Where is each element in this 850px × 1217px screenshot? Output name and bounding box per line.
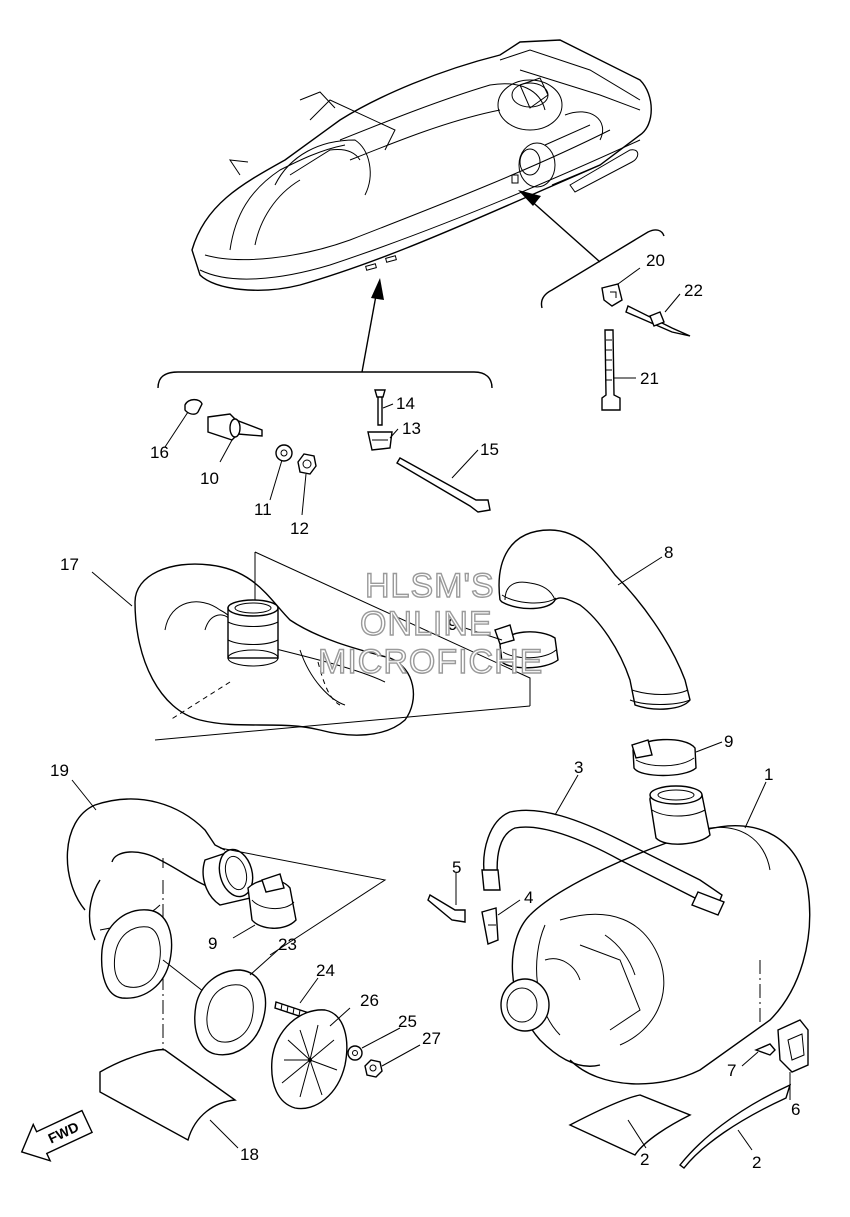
- watermark-line-2: ONLINE: [360, 605, 493, 643]
- insulation-sheet-2b: [679, 1083, 792, 1169]
- callout-15: 15: [480, 440, 499, 459]
- exhaust-pipe-8: [494, 529, 691, 710]
- callout-8: 8: [664, 543, 673, 562]
- bracket-right: [540, 229, 665, 309]
- watermark: HLSM'S ONLINE MICROFICHE: [317, 566, 543, 681]
- callout-12: 12: [290, 519, 309, 538]
- hull-fitting-parts: [184, 389, 491, 513]
- watercraft-hull-illustration: [191, 39, 652, 291]
- callout-10: 10: [200, 469, 219, 488]
- watermark-line-3: MICROFICHE: [318, 643, 543, 681]
- rivet-14: [377, 394, 383, 426]
- gasket-flange: [100, 909, 173, 999]
- callout-19: 19: [50, 761, 69, 780]
- callout-2a: 2: [640, 1150, 649, 1169]
- bracket-4: [481, 907, 499, 945]
- callout-7: 7: [727, 1061, 736, 1080]
- clip-20: [601, 283, 623, 307]
- callout-9-bottom: 9: [208, 934, 217, 953]
- callout-25: 25: [398, 1012, 417, 1031]
- clamp-9-lower: [247, 879, 297, 929]
- exhaust-pipe-17: [134, 551, 531, 741]
- muffler-hardware: [427, 893, 809, 1073]
- forward-direction-badge: FWD: [20, 1109, 94, 1162]
- cable-tie-15: [396, 457, 491, 513]
- callout-21: 21: [640, 369, 659, 388]
- leader-lines: [71, 267, 791, 1151]
- callout-26: 26: [360, 991, 379, 1010]
- callout-16: 16: [150, 443, 169, 462]
- insulation-sheet-2a: [568, 1094, 692, 1156]
- insulation-sheet-18: [99, 1048, 237, 1142]
- callout-13: 13: [402, 419, 421, 438]
- flange-assembly: [194, 969, 383, 1110]
- callout-27: 27: [422, 1029, 441, 1048]
- callout-3: 3: [574, 758, 583, 777]
- callout-9-mid: 9: [724, 732, 733, 751]
- washer-11: [275, 444, 293, 462]
- gasket-23: [194, 969, 267, 1056]
- callout-1: 1: [764, 765, 773, 784]
- callout-20: 20: [646, 251, 665, 270]
- callout-18: 18: [240, 1145, 259, 1164]
- callout-11: 11: [254, 500, 272, 519]
- water-lock-muffler-1: [500, 738, 811, 1085]
- rivet-5: [427, 893, 466, 923]
- callout-5: 5: [452, 858, 461, 877]
- bracket-left: [157, 371, 493, 389]
- bracket-6: [777, 1019, 809, 1073]
- callout-2b: 2: [752, 1153, 761, 1172]
- watermark-line-1: HLSM'S: [365, 567, 495, 605]
- callouts: 1 2 2 3 4 5 6 7 8 9 9 9 10 11 12 13 14 1…: [50, 251, 800, 1172]
- hull-pointer-arrows: [361, 190, 601, 373]
- nut-27: [364, 1059, 383, 1078]
- callout-17: 17: [60, 555, 79, 574]
- callout-9-top: 9: [448, 615, 457, 634]
- rivet-7: [754, 1043, 776, 1056]
- callout-6: 6: [791, 1100, 800, 1119]
- holder-13: [367, 431, 393, 451]
- nut-12: [297, 453, 317, 475]
- washer-25: [347, 1045, 363, 1061]
- callout-24: 24: [316, 961, 335, 980]
- callout-4: 4: [524, 888, 533, 907]
- callout-14: 14: [396, 394, 415, 413]
- callout-22: 22: [684, 281, 703, 300]
- hull-bracket-parts: [601, 283, 691, 411]
- exhaust-pipe-19: [66, 798, 387, 1090]
- callout-23: 23: [278, 935, 297, 954]
